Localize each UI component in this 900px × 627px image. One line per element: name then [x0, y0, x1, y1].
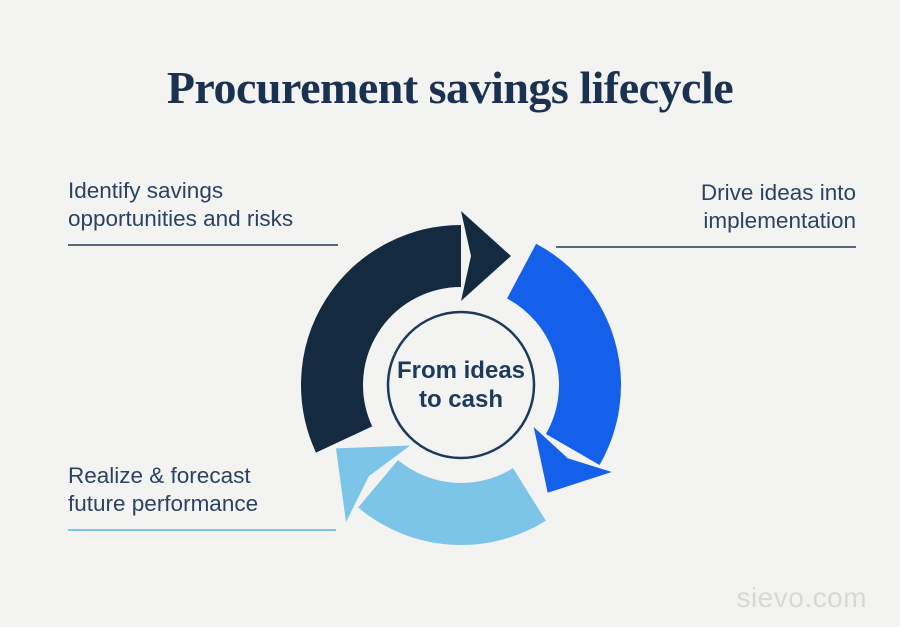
step-label-drive: Drive ideas into implementation	[556, 179, 856, 248]
step-realize-line2: future performance	[68, 491, 259, 516]
step-drive-line2: implementation	[703, 208, 856, 233]
lightblue-arc	[358, 459, 546, 545]
navy-arc	[301, 225, 462, 453]
cycle-segment-drive	[501, 235, 630, 501]
navy-arrowhead-icon	[461, 211, 511, 301]
page-title: Procurement savings lifecycle	[166, 61, 734, 113]
step-realize-line1: Realize & forecast	[68, 463, 251, 488]
blue-arc	[506, 243, 621, 465]
center-circle	[386, 310, 536, 460]
center-label: From ideas to cash	[381, 356, 541, 414]
step-identify-line2: opportunities and risks	[68, 206, 294, 231]
center-label-line2: to cash	[418, 386, 504, 413]
center-label-line1: From ideas	[396, 357, 526, 384]
cycle-segment-realize	[328, 437, 551, 554]
step-drive-line1: Drive ideas into	[700, 180, 856, 205]
step-label-realize: Realize & forecast future performance	[68, 462, 336, 531]
lightblue-arrowhead-icon	[336, 445, 411, 523]
blue-arrowhead-icon	[533, 427, 612, 493]
brand-watermark: sievo.com	[736, 582, 867, 613]
step-identify-line1: Identify savings	[68, 178, 224, 203]
cycle-segment-identify	[292, 203, 519, 457]
step-label-identify: Identify savings opportunities and risks	[68, 177, 338, 246]
